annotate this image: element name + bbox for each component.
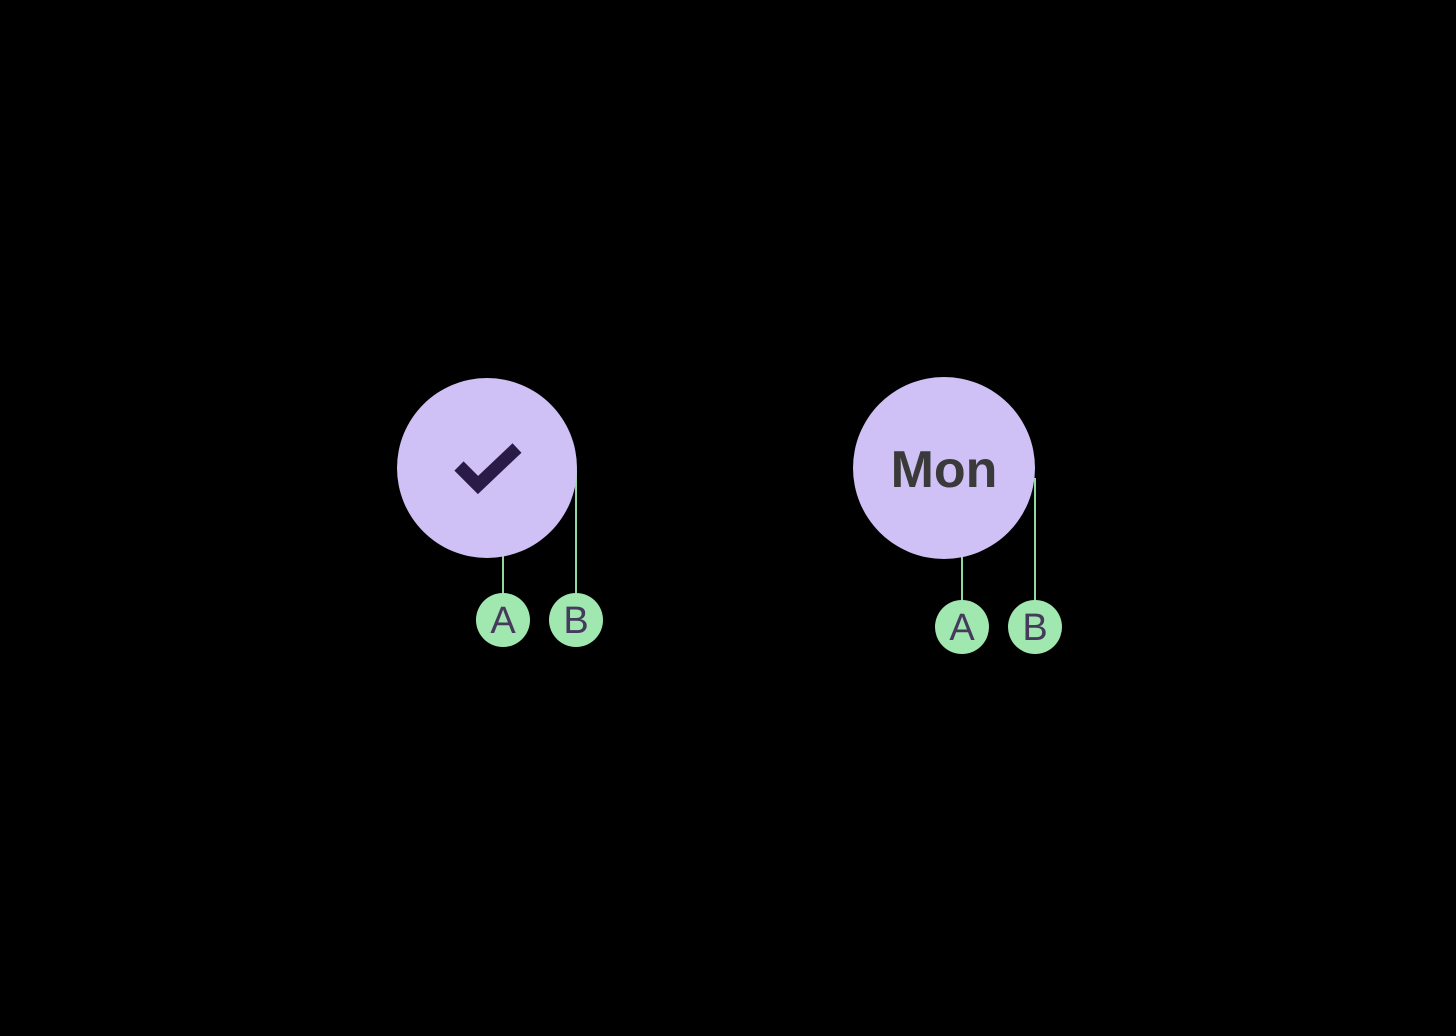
child-node-a-label: A: [490, 600, 516, 642]
child-node-a[interactable]: A: [935, 600, 989, 654]
child-node-a[interactable]: A: [476, 593, 530, 647]
child-node-a-circle[interactable]: [476, 593, 530, 647]
child-node-b[interactable]: B: [549, 593, 603, 647]
node-group-mon: Mon A B: [853, 377, 1062, 654]
child-node-a-label: A: [949, 607, 975, 649]
child-node-a-circle[interactable]: [935, 600, 989, 654]
parent-node-mon[interactable]: [853, 377, 1035, 559]
child-node-b-label: B: [1022, 607, 1047, 649]
child-node-b-circle[interactable]: [1008, 600, 1062, 654]
child-node-b-circle[interactable]: [549, 593, 603, 647]
child-node-b[interactable]: B: [1008, 600, 1062, 654]
node-group-check: A B: [397, 378, 603, 647]
child-node-b-label: B: [563, 600, 588, 642]
check-icon: [454, 443, 522, 495]
parent-node-mon-label: Mon: [891, 441, 998, 499]
